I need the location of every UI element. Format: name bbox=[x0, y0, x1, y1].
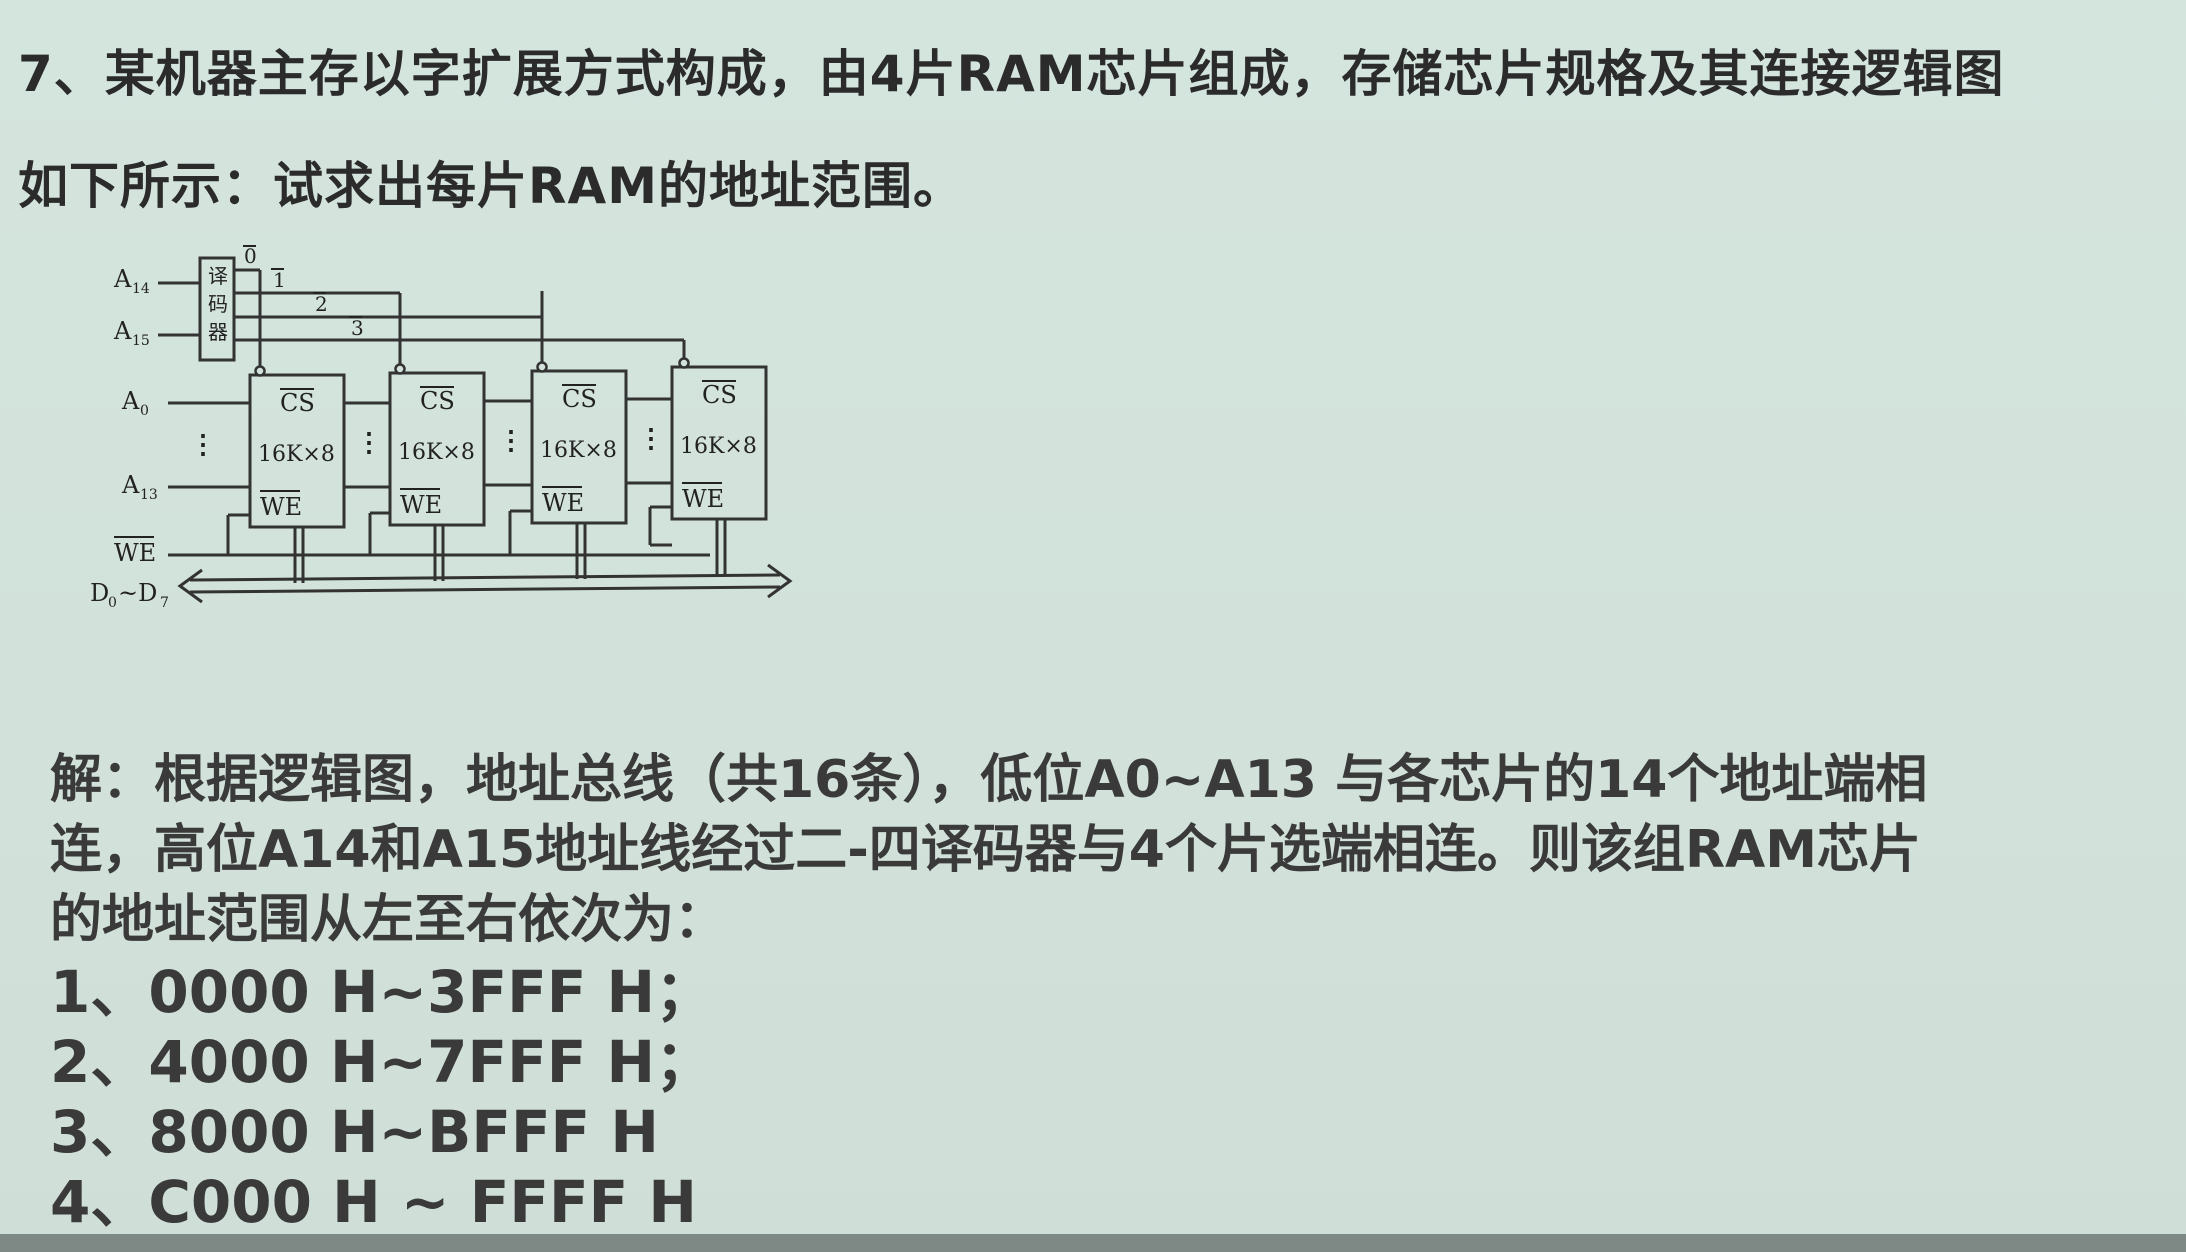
ellipsis-1: ⋮ bbox=[356, 428, 382, 458]
chip-3-spec: 16K×8 bbox=[540, 438, 617, 463]
chip-3-box bbox=[530, 369, 628, 525]
label-a15-sub: 15 bbox=[132, 333, 150, 349]
ellipsis-left: ⋮ bbox=[190, 430, 216, 460]
label-a14-sub: 14 bbox=[132, 281, 150, 297]
label-a14: A bbox=[113, 265, 132, 293]
chip-3-cs: CS bbox=[562, 385, 597, 413]
answer-line-3: 的地址范围从左至右依次为： bbox=[50, 890, 727, 950]
label-data-sub0: 0 bbox=[108, 595, 117, 611]
label-data-sub7: 7 bbox=[160, 595, 169, 611]
chip-4-spec: 16K×8 bbox=[680, 434, 757, 459]
answer-line-1: 解：根据逻辑图，地址总线（共16条），低位A0~A13 与各芯片的14个地址端相 bbox=[50, 750, 1928, 810]
screen-bottom-edge bbox=[0, 1234, 2186, 1252]
address-range-3: 3、8000 H~BFFF H bbox=[50, 1098, 659, 1166]
chip-1-spec: 16K×8 bbox=[258, 442, 335, 467]
chip-2-cs: CS bbox=[420, 387, 455, 415]
label-a13: A bbox=[121, 471, 140, 499]
decoder-output-2: 2 bbox=[315, 292, 328, 316]
label-a0: A bbox=[121, 387, 140, 415]
chip-1-box bbox=[248, 373, 346, 529]
decoder-label-3: 器 bbox=[208, 320, 228, 344]
chip-1-we: WE bbox=[260, 493, 302, 521]
decoder-output-3: 3 bbox=[351, 316, 364, 340]
ellipsis-2: ⋮ bbox=[498, 426, 524, 456]
address-range-1: 1、0000 H~3FFF H； bbox=[50, 958, 714, 1026]
logic-diagram-svg: 译 码 器 0 1 2 3 A 14 A 15 A 0 bbox=[90, 244, 793, 611]
address-range-2: 2、4000 H~7FFF H； bbox=[50, 1028, 714, 1096]
decoder-label-2: 码 bbox=[208, 292, 228, 316]
answer-line-2: 连，高位A14和A15地址线经过二-四译码器与4个片选端相连。则该组RAM芯片 bbox=[50, 820, 1922, 880]
chip-3-we: WE bbox=[542, 489, 584, 517]
label-a0-sub: 0 bbox=[140, 403, 149, 419]
label-data: D bbox=[90, 579, 109, 607]
ellipsis-3: ⋮ bbox=[638, 424, 664, 454]
label-we: WE bbox=[114, 539, 156, 567]
question-line-1: 7、某机器主存以字扩展方式构成，由4片RAM芯片组成，存储芯片规格及其连接逻辑图 bbox=[18, 45, 2005, 103]
chip-1-cs: CS bbox=[280, 389, 315, 417]
address-range-list: 1、0000 H~3FFF H； 2、4000 H~7FFF H； 3、8000… bbox=[50, 957, 2150, 1237]
answer-section: 解：根据逻辑图，地址总线（共16条），低位A0~A13 与各芯片的14个地址端相… bbox=[50, 745, 2150, 1237]
decoder-box bbox=[198, 256, 236, 362]
question-line-2: 如下所示：试求出每片RAM的地址范围。 bbox=[18, 157, 964, 215]
chip-2-spec: 16K×8 bbox=[398, 440, 475, 465]
decoder-output-1: 1 bbox=[273, 268, 286, 292]
label-a13-sub: 13 bbox=[140, 487, 158, 503]
chip-4-cs: CS bbox=[702, 381, 737, 409]
decoder-label-1: 译 bbox=[208, 264, 228, 288]
logic-diagram: 译 码 器 0 1 2 3 A 14 A 15 A 0 bbox=[90, 225, 1130, 745]
chip-4-we: WE bbox=[682, 485, 724, 513]
label-a15: A bbox=[113, 317, 132, 345]
chip-2-box bbox=[388, 371, 486, 527]
decoder-output-0: 0 bbox=[244, 244, 257, 268]
address-range-4: 4、C000 H ~ FFFF H bbox=[50, 1168, 697, 1236]
chip-4-box bbox=[670, 365, 768, 521]
question-text: 7、某机器主存以字扩展方式构成，由4片RAM芯片组成，存储芯片规格及其连接逻辑图… bbox=[18, 18, 2168, 242]
chip-2-we: WE bbox=[400, 491, 442, 519]
label-data-tilde: ~D bbox=[118, 579, 157, 607]
